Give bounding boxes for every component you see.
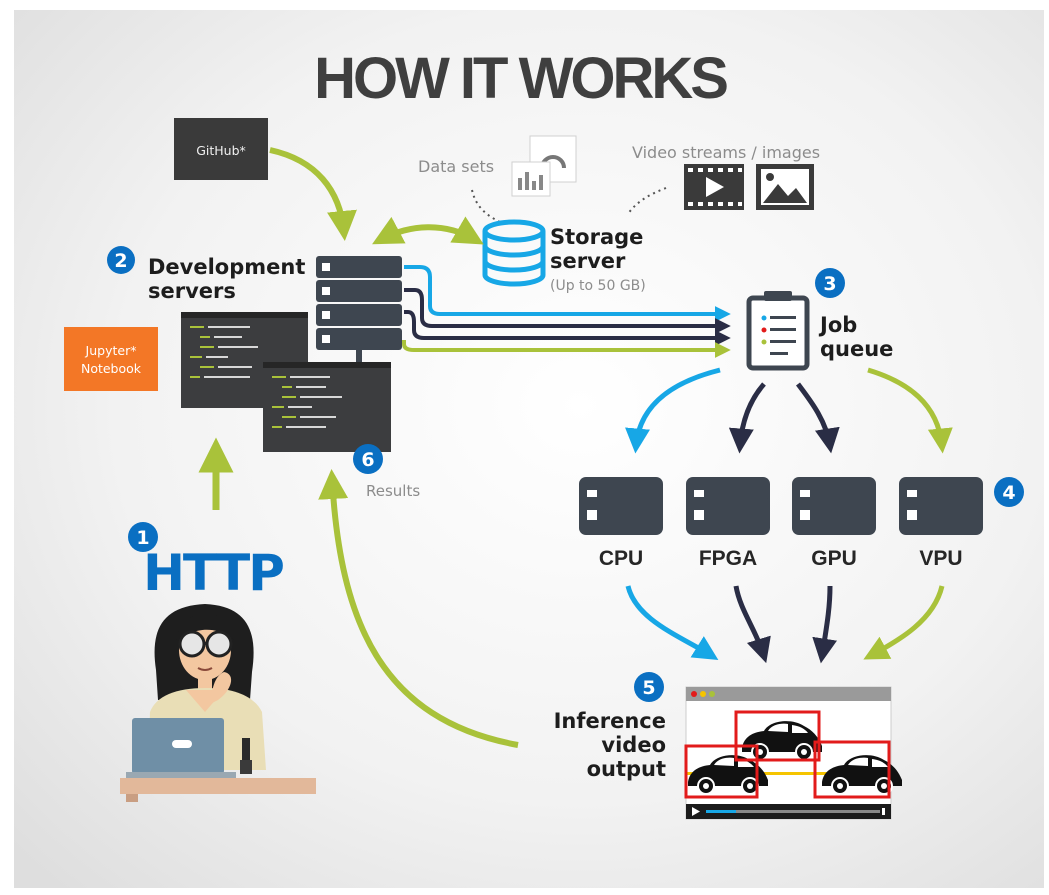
jupyter-label-line1: Jupyter* (85, 343, 137, 358)
data-sets-icon (511, 135, 577, 197)
svg-text:4: 4 (1002, 482, 1015, 504)
data-sets-label: Data sets (418, 157, 494, 176)
vpu-server-icon (899, 477, 983, 535)
jupyter-box: Jupyter* Notebook (64, 327, 158, 391)
fpga-to-output-arrow (733, 585, 771, 664)
results-return-arrow (318, 469, 519, 748)
dev-to-queue-arrow-3 (404, 310, 731, 346)
step-4-badge: 4 (994, 477, 1024, 507)
storage-size-label: (Up to 50 GB) (550, 278, 646, 294)
detection-box (684, 744, 759, 799)
dev-to-queue-arrow-4 (402, 340, 731, 358)
step-3-badge: 3 (815, 268, 845, 298)
svg-text:5: 5 (642, 677, 655, 699)
svg-text:2: 2 (114, 250, 127, 272)
step-5-badge: 5 (634, 672, 664, 702)
storage-label-line1: Storage (550, 225, 643, 249)
development-server-icon (316, 256, 402, 362)
dev-storage-arrow (372, 216, 484, 245)
inference-video-window (684, 686, 903, 820)
image-icon (756, 164, 814, 210)
svg-text:1: 1 (136, 527, 149, 549)
database-icon (482, 219, 546, 287)
jupyter-logo (64, 327, 158, 391)
inference-label-line2: video (601, 733, 666, 757)
jupyter-label-line2: Notebook (81, 361, 142, 376)
github-logo (174, 118, 268, 180)
github-to-dev-arrow (269, 147, 357, 241)
github-label: GitHub* (196, 143, 246, 158)
svg-text:6: 6 (361, 449, 374, 471)
user-illustration (120, 604, 316, 802)
detection-box (734, 710, 821, 762)
inference-label-line3: output (587, 757, 666, 781)
processor-label-vpu: VPU (919, 547, 962, 570)
detection-box (813, 740, 891, 799)
gpu-server-icon (792, 477, 876, 535)
http-label: HTTP (143, 544, 283, 602)
inference-label-line1: Inference (554, 709, 666, 733)
film-icon (684, 164, 744, 210)
step-6-badge: 6 (353, 444, 383, 474)
clipboard-icon (746, 291, 810, 371)
development-servers-label-line1: Development (148, 255, 305, 279)
cpu-to-output-arrow (625, 585, 719, 660)
cpu-server-icon (579, 477, 663, 535)
queue-to-vpu-arrow (867, 367, 953, 454)
gpu-to-output-arrow (812, 585, 838, 664)
job-queue-label-line1: Job (818, 313, 857, 337)
fpga-server-icon (686, 477, 770, 535)
dev-to-queue-arrow-2 (404, 288, 731, 334)
svg-text:3: 3 (823, 273, 836, 295)
processor-label-fpga: FPGA (699, 547, 757, 570)
github-box: GitHub* (174, 118, 268, 180)
video-connector (627, 187, 667, 215)
development-servers-label-line2: servers (148, 279, 236, 303)
video-streams-label: Video streams / images (632, 143, 820, 162)
processor-label-cpu: CPU (599, 547, 643, 570)
queue-to-cpu-arrow (625, 367, 721, 454)
dev-to-queue-arrow-1 (404, 265, 731, 322)
page-title: HOW IT WORKS (314, 46, 727, 111)
processor-label-gpu: GPU (811, 547, 857, 570)
step-2-badge: 2 (107, 246, 135, 274)
queue-to-gpu-arrow (796, 382, 840, 454)
step-1-badge: 1 (128, 522, 158, 552)
job-queue-label-line2: queue (820, 337, 893, 361)
queue-to-fpga-arrow (728, 382, 766, 454)
results-label: Results (366, 482, 420, 500)
storage-label-line2: server (550, 249, 626, 273)
vpu-to-output-arrow (863, 585, 945, 660)
code-window-front (263, 362, 391, 452)
